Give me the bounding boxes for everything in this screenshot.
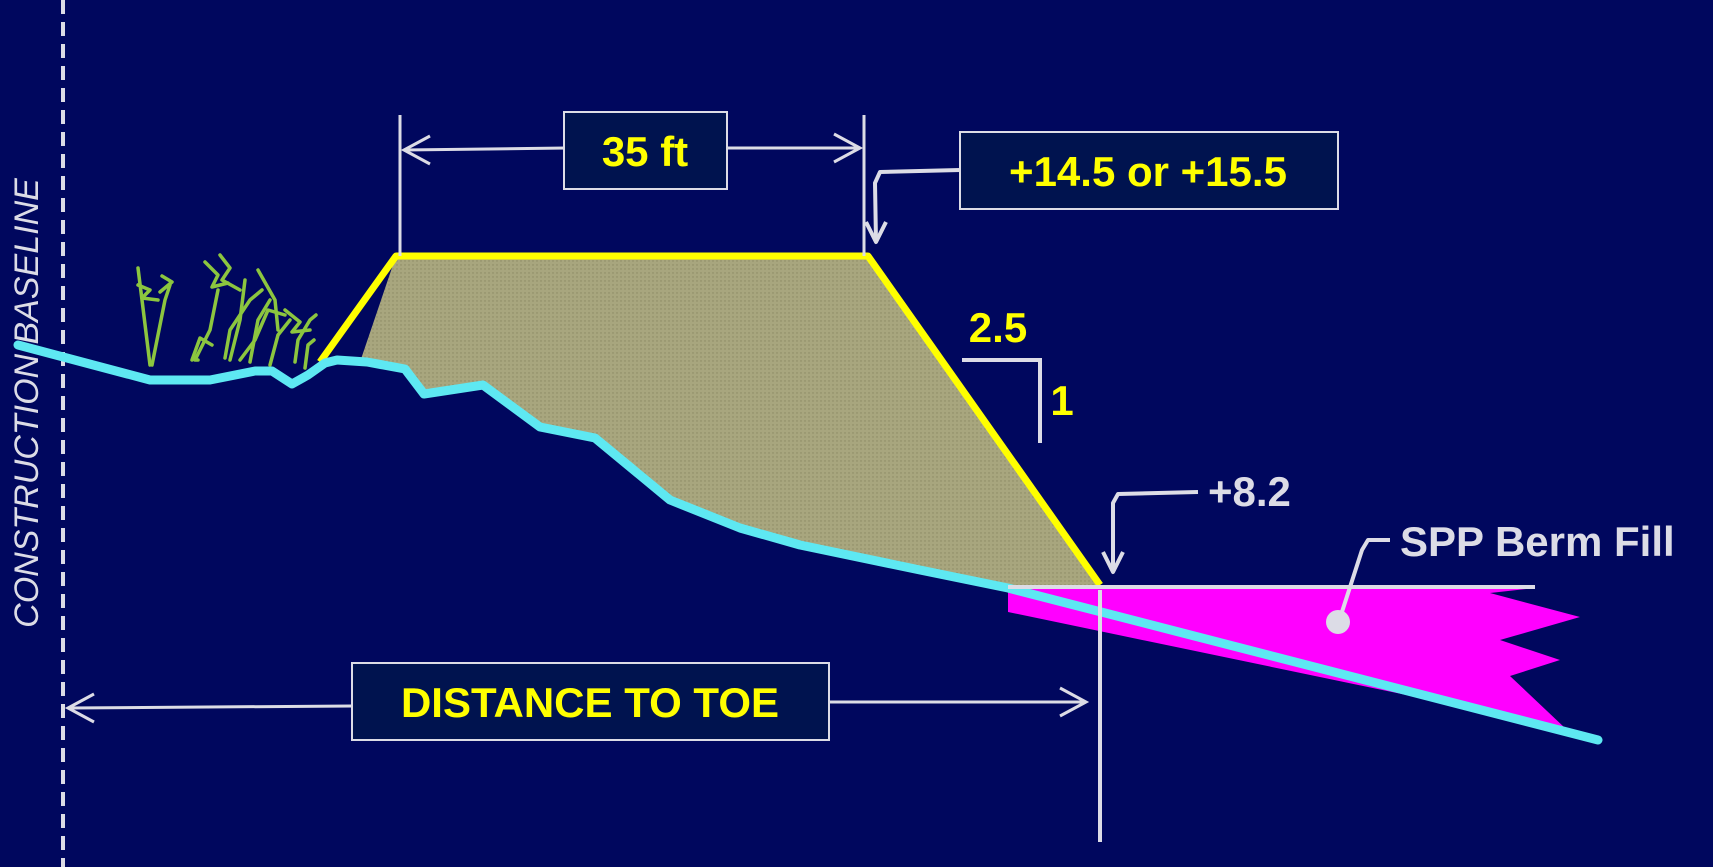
slope-indicator — [962, 358, 1042, 443]
crest-elevation-arrow — [864, 168, 961, 244]
berm-fill-label: SPP Berm Fill — [1400, 518, 1675, 565]
existing-ground-line — [13, 340, 1603, 745]
berm-fill-material — [360, 256, 1100, 588]
vegetation-icon — [136, 253, 318, 370]
toe-elevation-arrow — [1101, 490, 1199, 574]
slope-horizontal-label: 2.5 — [969, 304, 1027, 351]
berm-crest-outline — [317, 252, 1103, 588]
construction-baseline-label: CONSTRUCTION BASELINE — [8, 178, 46, 628]
distance-to-toe-box — [351, 662, 830, 741]
distance-to-toe-dimension — [64, 686, 1090, 724]
crest-width-label: 35 ft — [602, 128, 688, 175]
crest-width-dimension — [398, 115, 866, 256]
toe-elevation-label: +8.2 — [1208, 468, 1291, 515]
slope-vertical-label: 1 — [1050, 377, 1073, 424]
crest-elevation-box — [959, 131, 1339, 210]
berm-fill-leader-dot — [1326, 610, 1350, 634]
crest-elevation-label: +14.5 or +15.5 — [1009, 148, 1287, 195]
berm-fill-leader — [1338, 538, 1390, 619]
distance-to-toe-label: DISTANCE TO TOE — [401, 679, 779, 726]
crest-width-box — [563, 111, 728, 190]
